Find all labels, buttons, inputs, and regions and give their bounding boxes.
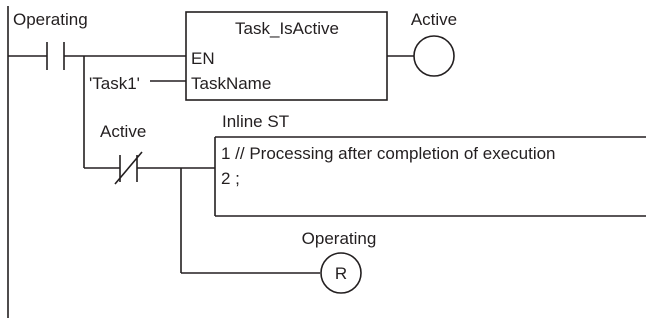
contact-operating-label: Operating [13,10,88,29]
function-block-input-en: EN [191,49,215,68]
contact-active-nc-label: Active [100,122,146,141]
reset-coil-symbol: R [335,264,347,283]
inline-st-line-1: 1 // Processing after completion of exec… [221,144,556,163]
inline-st-line-2: 2 ; [221,169,240,188]
inline-st-box[interactable] [214,136,646,217]
coil-active[interactable] [413,35,455,77]
function-block-input-taskname: TaskName [191,74,271,93]
function-block-name: Task_IsActive [235,19,339,38]
reset-coil-label: Operating [302,229,377,248]
coil-active-label: Active [411,10,457,29]
contact-operating[interactable] [46,42,65,70]
reset-coil-operating[interactable] [320,252,362,294]
inline-st-title: Inline ST [222,112,289,131]
taskname-value: 'Task1' [89,74,140,93]
